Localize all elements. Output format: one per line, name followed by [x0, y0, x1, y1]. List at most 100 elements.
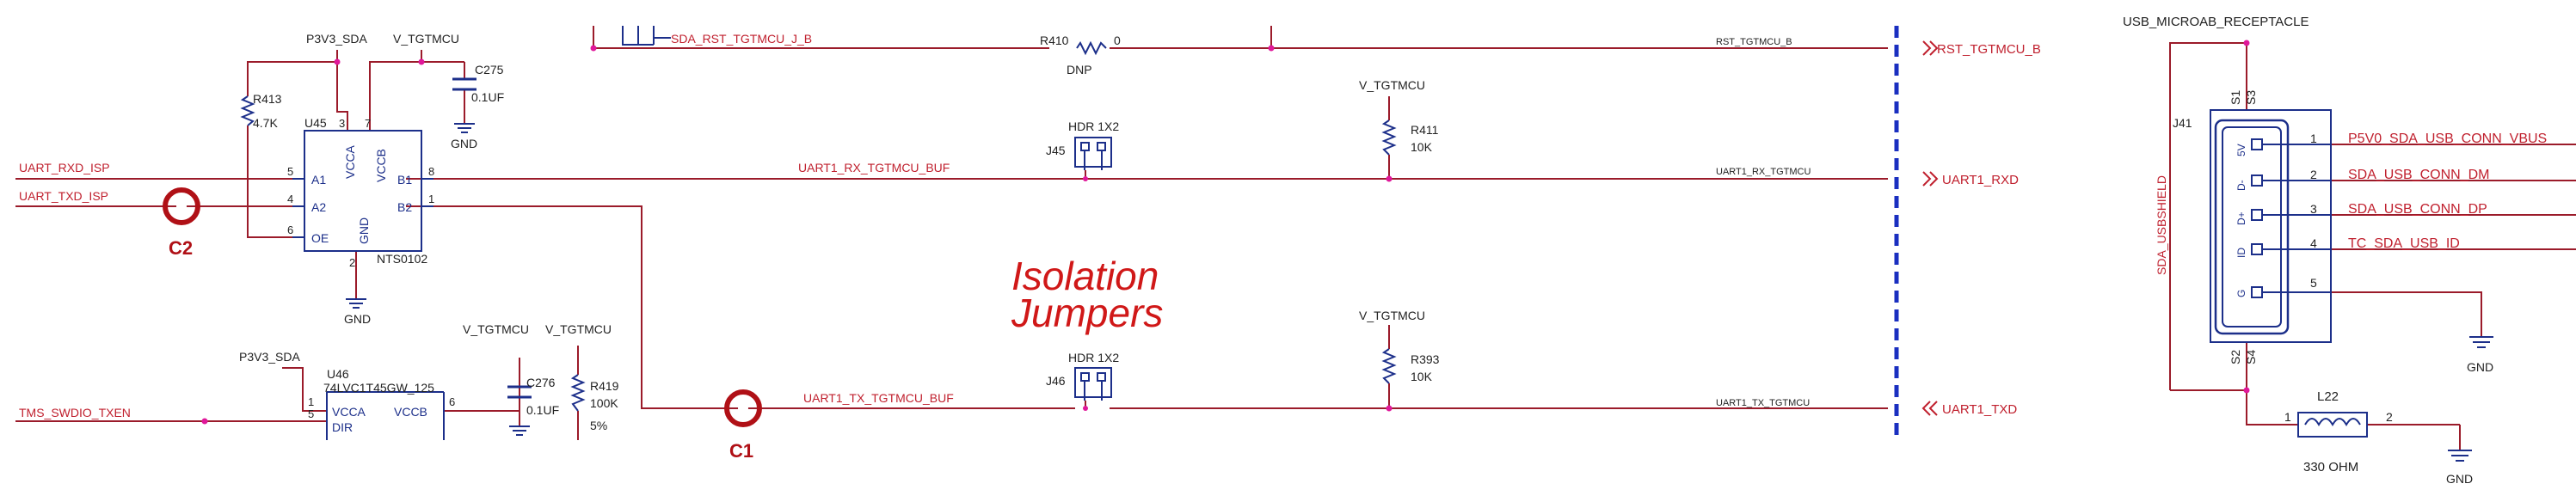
uart-txd-isp-net: UART_TXD_ISP — [19, 189, 108, 203]
s2-label: S2 — [2229, 350, 2242, 364]
j45-ref: J45 — [1046, 144, 1066, 157]
sda-rst-net: SDA_RST_TGTMCU_J_B — [671, 32, 812, 46]
l22-pin2: 2 — [2386, 410, 2393, 424]
c275-value: 0.1UF — [471, 90, 504, 104]
usb-5v-label: 5V — [2235, 144, 2247, 156]
r419-value: 100K — [590, 396, 618, 410]
usb-g-label: G — [2235, 290, 2247, 297]
usb-pin2: 2 — [2310, 168, 2317, 181]
sda-usbshield-net: SDA_USBSHIELD — [2155, 175, 2168, 275]
u45-a2: A2 — [311, 200, 326, 214]
p3v3-sda-bottom: P3V3_SDA — [239, 350, 300, 364]
uart1-tx-buf-net: UART1_TX_TGTMCU_BUF — [803, 391, 954, 405]
v-tgtmcu-r419: V_TGTMCU — [545, 322, 612, 336]
r419-tolerance: 5% — [590, 419, 607, 432]
gnd-l22-label: GND — [2446, 472, 2473, 486]
v-tgtmcu-r393: V_TGTMCU — [1359, 309, 1425, 322]
u46-pin6: 6 — [449, 395, 455, 408]
j41-ref: J41 — [2173, 116, 2192, 130]
gnd-c275-label: GND — [451, 137, 477, 150]
r410-dnp: DNP — [1067, 63, 1092, 77]
c2-marker — [163, 187, 200, 225]
c1-label: C1 — [729, 440, 753, 462]
u45-pin2: 2 — [349, 256, 355, 269]
s3-label: S3 — [2244, 90, 2258, 105]
usb-section: USB_MICROAB_RECEPTACLE — [2123, 15, 2576, 486]
isolation-section: HDR 1X2 J45 HDR 1X2 J46 V_TGTMCU R411 10… — [724, 26, 2019, 462]
l22-value: 330 OHM — [2303, 460, 2358, 474]
u46-pin5: 5 — [308, 407, 314, 420]
u46-ref: U46 — [327, 367, 349, 381]
usb-pin1: 1 — [2310, 132, 2317, 145]
uart-rxd-isp-net: UART_RXD_ISP — [19, 161, 110, 174]
u45-b1: B1 — [397, 173, 412, 187]
v-tgtmcu-r411: V_TGTMCU — [1359, 78, 1425, 92]
usb-dm-label: D- — [2235, 180, 2247, 191]
uart1-txd-port: UART1_TXD — [1942, 402, 2017, 417]
rst-tgtmcu-wire-label: RST_TGTMCU_B — [1716, 37, 1792, 47]
v-tgtmcu-c276: V_TGTMCU — [463, 322, 529, 336]
u45-part: NTS0102 — [377, 252, 427, 266]
v-tgtmcu-label: V_TGTMCU — [393, 32, 459, 46]
u45-pin4: 4 — [287, 193, 293, 205]
r410-ref: R410 — [1040, 34, 1069, 47]
u45-pin5: 5 — [287, 165, 293, 178]
j45-header — [1074, 137, 1112, 168]
u45-a1: A1 — [311, 173, 326, 187]
u45-pin3: 3 — [339, 117, 345, 130]
reset-section: SDA_RST_TGTMCU_J_B R410 0 DNP RST_TGTMCU… — [622, 26, 2041, 77]
u46-part: 74LVC1T45GW_125 — [323, 381, 434, 395]
u45-pin8: 8 — [428, 165, 434, 178]
usb-pin4: 4 — [2310, 236, 2317, 250]
tms-swdio-net: TMS_SWDIO_TXEN — [19, 406, 131, 419]
isolation-title-line2: Jumpers — [1011, 291, 1163, 335]
dp-net: SDA_USB_CONN_DP — [2348, 202, 2487, 217]
gnd-usb-label: GND — [2467, 360, 2493, 374]
r393-ref: R393 — [1411, 352, 1440, 366]
u45-pin1: 1 — [428, 193, 434, 205]
c2-label: C2 — [169, 237, 193, 259]
l22-ferrite — [2297, 412, 2368, 438]
c276-ref: C276 — [526, 376, 556, 389]
u45-gnd-pin-label: GND — [357, 217, 371, 244]
j46-ref: J46 — [1046, 374, 1066, 388]
u45-oe: OE — [311, 231, 329, 245]
hdr1-label: HDR 1X2 — [1068, 119, 1119, 133]
j46-header — [1074, 367, 1112, 398]
hdr2-label: HDR 1X2 — [1068, 351, 1119, 364]
usb-dp-label: D+ — [2235, 211, 2247, 225]
c1-marker — [724, 389, 762, 427]
u45-section: P3V3_SDA V_TGTMCU C275 0.1UF GND R413 4.… — [15, 26, 1888, 412]
uart1-tx-wire-label: UART1_TX_TGTMCU — [1716, 398, 1810, 408]
r419-ref: R419 — [590, 379, 619, 393]
u45-pin6: 6 — [287, 223, 293, 236]
uart1-rxd-port: UART1_RXD — [1942, 173, 2019, 187]
r411-ref: R411 — [1411, 123, 1439, 137]
vbus-net: P5V0_SDA_USB_CONN_VBUS — [2348, 132, 2547, 146]
uart1-rx-wire-label: UART1_RX_TGTMCU — [1716, 167, 1811, 177]
c276-value: 0.1UF — [526, 403, 559, 417]
id-net: TC_SDA_USB_ID — [2348, 236, 2460, 251]
r413-ref: R413 — [253, 92, 282, 106]
c275-ref: C275 — [475, 63, 504, 77]
u46-pin1: 1 — [308, 395, 314, 408]
gnd-u45-label: GND — [344, 312, 371, 326]
r393-value: 10K — [1411, 370, 1433, 383]
uart1-rx-buf-net: UART1_RX_TGTMCU_BUF — [798, 161, 950, 174]
u45-vcca: VCCA — [343, 144, 357, 179]
u46-dir: DIR — [332, 420, 353, 434]
u46-vccb: VCCB — [394, 405, 427, 419]
rst-tgtmcu-port: RST_TGTMCU_B — [1937, 42, 2041, 57]
u45-b2: B2 — [397, 200, 412, 214]
u46-vcca: VCCA — [332, 405, 366, 419]
p3v3-sda-label: P3V3_SDA — [306, 32, 367, 46]
l22-pin1: 1 — [2284, 410, 2291, 424]
r410-value: 0 — [1114, 34, 1121, 47]
dm-net: SDA_USB_CONN_DM — [2348, 168, 2489, 182]
usb-pin3: 3 — [2310, 202, 2317, 216]
l22-ref: L22 — [2317, 389, 2339, 404]
j41-body — [2210, 109, 2332, 343]
usb-title: USB_MICROAB_RECEPTACLE — [2123, 15, 2309, 29]
u45-ref: U45 — [304, 116, 327, 130]
isolation-title-line1: Isolation — [1011, 254, 1159, 298]
